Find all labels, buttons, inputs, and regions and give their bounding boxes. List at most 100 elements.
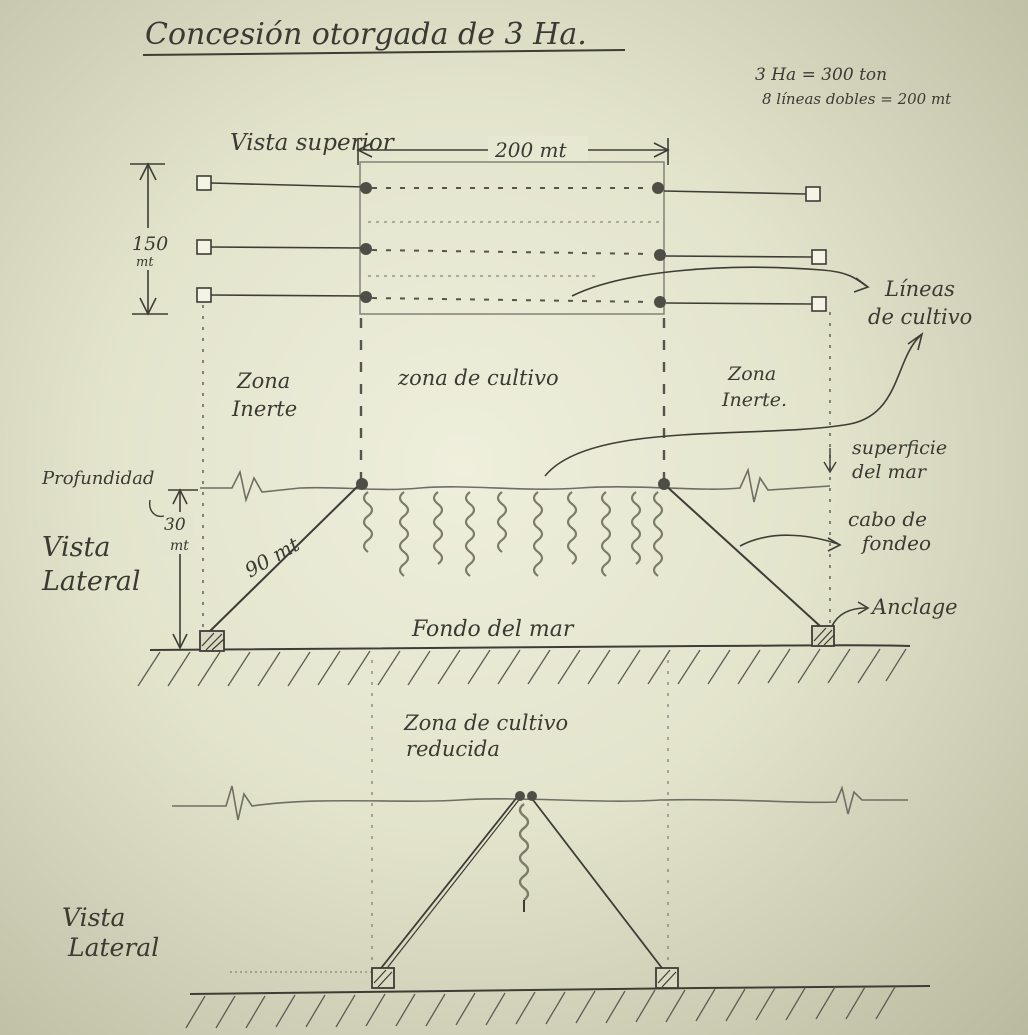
rope-length-label: 90 mt xyxy=(241,532,305,583)
capacity-note: 3 Ha = 300 ton 8 líneas dobles = 200 mt xyxy=(755,65,952,108)
crop-rope-8 xyxy=(600,491,612,577)
inert-zone-right-word2: Inerte. xyxy=(721,389,787,411)
sea-surface-label-1: superficie xyxy=(852,437,947,459)
buoy-right-2 xyxy=(811,249,827,265)
anchor-pointer xyxy=(831,607,867,627)
crop-line-row-3 xyxy=(196,287,827,312)
title-block: Concesión otorgada de 3 Ha. xyxy=(142,17,626,56)
crop-line-row-2 xyxy=(196,239,827,265)
reduced-crop-rope xyxy=(518,803,530,901)
reduced-rope-left-2 xyxy=(383,795,523,973)
reduced-float-right xyxy=(527,791,537,801)
height-arrow-up-icon xyxy=(139,162,157,181)
width-label: 200 mt xyxy=(494,138,567,162)
hanging-crop-ropes xyxy=(362,491,664,577)
depth-pointer xyxy=(149,499,165,518)
crop-lines-arrow-icon xyxy=(853,277,870,293)
buoy-left-1 xyxy=(196,175,212,191)
reduced-sea-floor-hatching xyxy=(185,986,896,1029)
top-view-label: Vista superior xyxy=(230,130,396,156)
mooring-rope-right xyxy=(663,483,821,627)
crop-rope-2 xyxy=(398,491,410,577)
reduced-sea-surface-line xyxy=(172,785,908,821)
crop-rope-5 xyxy=(496,491,508,553)
capacity-note-line-2: 8 líneas dobles = 200 mt xyxy=(762,90,952,108)
crop-line-row-1 xyxy=(196,175,821,202)
mooring-pointer xyxy=(739,534,839,547)
depth-arrow-up-icon xyxy=(172,488,188,505)
sea-surface-line xyxy=(200,467,831,503)
anchor-right xyxy=(811,625,835,647)
crop-rope-9 xyxy=(630,491,642,565)
buoy-right-3 xyxy=(811,296,827,312)
float-left-3 xyxy=(360,291,372,303)
crop-area-outline xyxy=(359,161,665,315)
longline-2 xyxy=(371,249,653,255)
height-arrow-down-icon xyxy=(139,297,157,316)
height-label: 150 xyxy=(132,233,168,255)
float-right-3 xyxy=(654,296,666,308)
lateral-view-label-1: Vista xyxy=(42,532,110,563)
anchor-arrow-icon xyxy=(857,601,870,615)
title: Concesión otorgada de 3 Ha. xyxy=(145,17,587,52)
crop-zone-label: zona de cultivo xyxy=(397,366,559,390)
mooring-label-1: cabo de xyxy=(848,507,927,531)
mooring-arrow-icon xyxy=(827,537,842,552)
inert-zone-left-word2: Inerte xyxy=(231,397,297,421)
reduced-float-left xyxy=(515,791,525,801)
buoy-right-1 xyxy=(805,186,821,202)
reduced-view-label-2: Lateral xyxy=(67,933,159,962)
sea-surface-label-2: del mar xyxy=(852,461,928,483)
float-right-1 xyxy=(652,182,664,194)
anchor-left xyxy=(199,630,225,652)
depth-label: Profundidad xyxy=(41,468,154,489)
lateral-crop-pointer xyxy=(544,335,921,477)
depth-unit: mt xyxy=(170,538,189,554)
crop-rope-3 xyxy=(432,491,444,565)
reduced-rope-left xyxy=(377,795,519,973)
anchor-label: Anclage xyxy=(870,595,958,619)
capacity-note-line-1: 3 Ha = 300 ton xyxy=(755,65,887,85)
depth-arrow-down-icon xyxy=(172,633,188,650)
crop-rope-1 xyxy=(362,491,374,553)
depth-label-bg xyxy=(160,512,194,554)
reduced-anchor-right xyxy=(655,967,679,989)
crop-lines-pointer xyxy=(571,266,867,297)
sea-floor-line xyxy=(149,644,911,651)
crop-lines-label-2: de cultivo xyxy=(868,305,972,329)
height-unit: mt xyxy=(136,255,154,270)
crop-rope-10 xyxy=(652,491,664,577)
sea-surface-arrow-icon xyxy=(823,448,837,474)
reduced-rope-right xyxy=(529,795,666,973)
reduced-view-label-1: Vista xyxy=(62,903,125,932)
mooring-left-1 xyxy=(210,182,366,188)
sea-floor-hatching xyxy=(137,648,907,687)
mooring-right-2 xyxy=(665,255,813,258)
width-label-bg xyxy=(488,136,588,162)
projection-lines xyxy=(202,305,831,975)
top-view: Vista superior 200 mt 150 mt xyxy=(130,130,972,329)
title-underline xyxy=(142,49,626,56)
float-left-1 xyxy=(360,182,372,194)
reduced-zone-label-1: Zona de cultivo xyxy=(403,711,568,735)
surface-float-left xyxy=(356,478,368,490)
surface-float-right xyxy=(658,478,670,490)
lateral-view-label-2: Lateral xyxy=(41,566,141,597)
float-right-2 xyxy=(654,249,666,261)
mooring-label-2: fondeo xyxy=(860,531,931,555)
crop-lines-label-1: Líneas xyxy=(884,277,955,301)
inert-zone-right-word1: Zona xyxy=(727,363,776,385)
reduced-anchor-left xyxy=(371,967,395,989)
mooring-right-3 xyxy=(665,302,813,305)
buoy-left-2 xyxy=(196,239,212,255)
float-left-2 xyxy=(360,243,372,255)
inert-zone-left-word1: Zona xyxy=(236,369,290,393)
crop-rope-4 xyxy=(464,491,476,577)
lateral-crop-arrow-icon xyxy=(907,332,924,351)
mooring-right-1 xyxy=(663,190,807,195)
reduced-view: Zona de cultivo reducida xyxy=(62,711,931,1029)
reduced-sea-floor-line xyxy=(189,985,931,995)
mooring-rope-left xyxy=(206,483,361,635)
mooring-left-3 xyxy=(210,294,366,297)
